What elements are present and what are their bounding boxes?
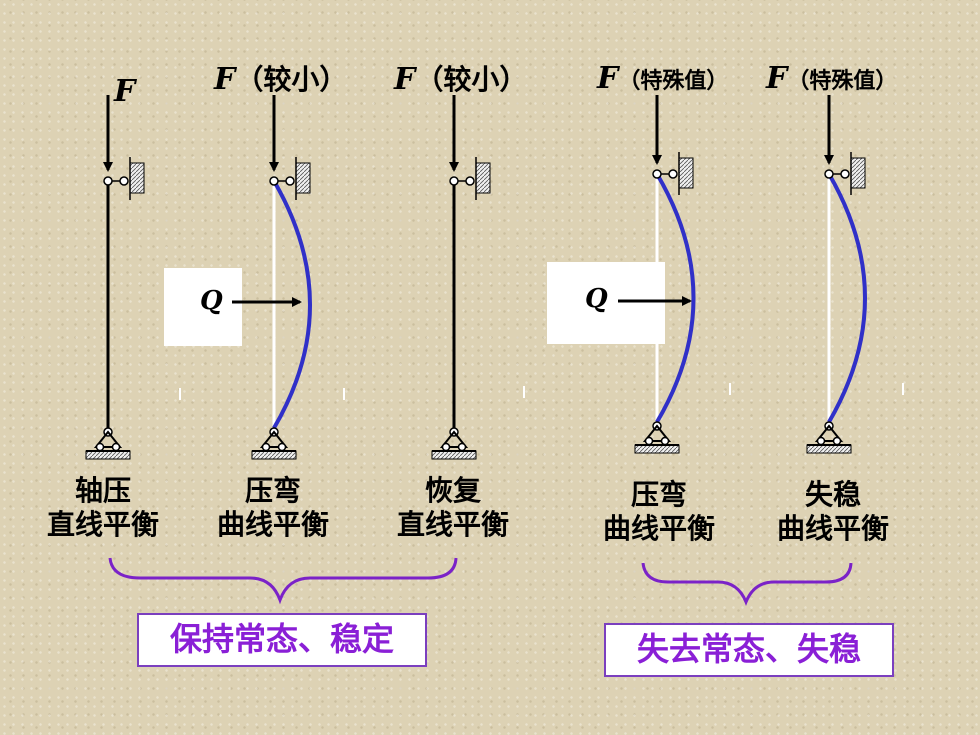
top-roller-support-1	[103, 157, 145, 200]
state-caption-1-line2: 直线平衡	[46, 508, 159, 541]
state-caption-5: 失稳 曲线平衡	[758, 478, 908, 546]
lateral-load-box-1	[164, 268, 242, 346]
state-caption-4: 压弯 曲线平衡	[584, 478, 734, 546]
pin-support-3	[431, 427, 477, 460]
state-caption-4-line2: 曲线平衡	[602, 512, 715, 545]
state-caption-3-line2: 直线平衡	[396, 508, 509, 541]
force-label-3: F（较小）	[394, 64, 527, 96]
group-brace-2	[641, 562, 853, 607]
state-caption-1: 轴压 直线平衡	[28, 474, 178, 542]
tick-marks	[179, 383, 904, 400]
pin-support-1	[85, 427, 131, 460]
state-caption-2-line1: 压弯	[244, 474, 301, 507]
state-caption-3: 恢复 直线平衡	[378, 474, 528, 542]
force-label-4: F（特殊值）	[597, 63, 728, 98]
pin-support-2	[251, 427, 297, 460]
lateral-load-label-2: Q	[585, 284, 608, 314]
state-caption-1-line1: 轴压	[74, 474, 131, 507]
state-caption-4-line1: 压弯	[630, 478, 687, 511]
state-caption-5-line1: 失稳	[804, 478, 861, 511]
lateral-load-box-2	[547, 262, 665, 344]
state-caption-3-line1: 恢复	[424, 474, 481, 507]
force-symbol-2: F	[214, 62, 236, 97]
pin-support-5	[806, 421, 852, 454]
group-label-stable: 保持常态、稳定	[137, 613, 427, 667]
column-3	[431, 95, 491, 460]
column-4	[618, 95, 696, 454]
lateral-load-label-1: Q	[200, 286, 223, 316]
deflection-curve-2	[272, 179, 312, 430]
column-5	[806, 95, 867, 454]
force-label-5: F（特殊值）	[766, 63, 897, 98]
state-caption-2-line2: 曲线平衡	[216, 508, 329, 541]
force-symbol-3: F	[394, 62, 416, 97]
group-label-unstable: 失去常态、失稳	[604, 623, 894, 677]
deflection-curve-4	[655, 172, 696, 424]
force-symbol-5: F	[766, 61, 788, 96]
column-2	[232, 95, 312, 460]
state-caption-5-line2: 曲线平衡	[776, 512, 889, 545]
force-label-2: F（较小）	[214, 64, 347, 96]
group-brace-1	[108, 557, 458, 605]
force-qualifier-4: （特殊值）	[618, 69, 729, 94]
force-label-1: F	[114, 76, 135, 108]
top-roller-support-5	[824, 152, 866, 195]
force-qualifier-2: （较小）	[235, 63, 348, 96]
force-qualifier-5: （特殊值）	[787, 69, 898, 94]
column-1	[85, 95, 145, 460]
top-roller-support-4	[652, 152, 694, 195]
top-roller-support-2	[269, 157, 311, 200]
state-caption-2: 压弯 曲线平衡	[198, 474, 348, 542]
deflection-curve-5	[827, 172, 867, 424]
pin-support-4	[634, 421, 680, 454]
force-symbol-1: F	[114, 74, 136, 109]
top-roller-support-3	[449, 157, 491, 200]
force-qualifier-3: （较小）	[415, 63, 528, 96]
force-symbol-4: F	[597, 61, 619, 96]
